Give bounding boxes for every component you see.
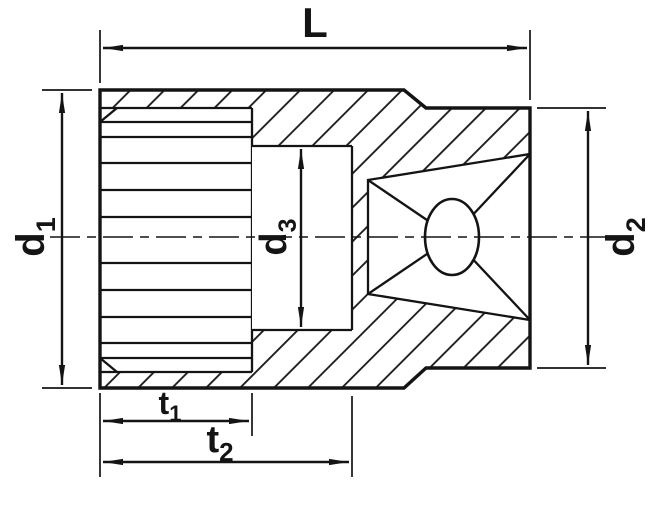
dim-label-t1: t1 bbox=[159, 385, 182, 426]
dimension-d2: d2 bbox=[537, 107, 651, 369]
dim-label-d3: d3 bbox=[253, 218, 302, 255]
dim-label-d2: d2 bbox=[599, 217, 651, 256]
dimension-d3: d3 bbox=[253, 149, 305, 327]
hex-recess bbox=[99, 106, 254, 374]
recess-face bbox=[100, 108, 252, 372]
dimension-d1: d1 bbox=[9, 89, 92, 389]
dimension-t1: t1 bbox=[99, 385, 253, 477]
dim-label-L: L bbox=[302, 0, 328, 46]
dimension-t2: t2 bbox=[103, 396, 353, 477]
recess-chamfer-bottom bbox=[99, 357, 118, 373]
dimension-L: L bbox=[99, 0, 531, 100]
dim-label-d1: d1 bbox=[9, 217, 61, 256]
dim-label-t2: t2 bbox=[206, 419, 233, 467]
recess-chamfer-top bbox=[99, 107, 118, 123]
body-outline bbox=[98, 88, 532, 390]
